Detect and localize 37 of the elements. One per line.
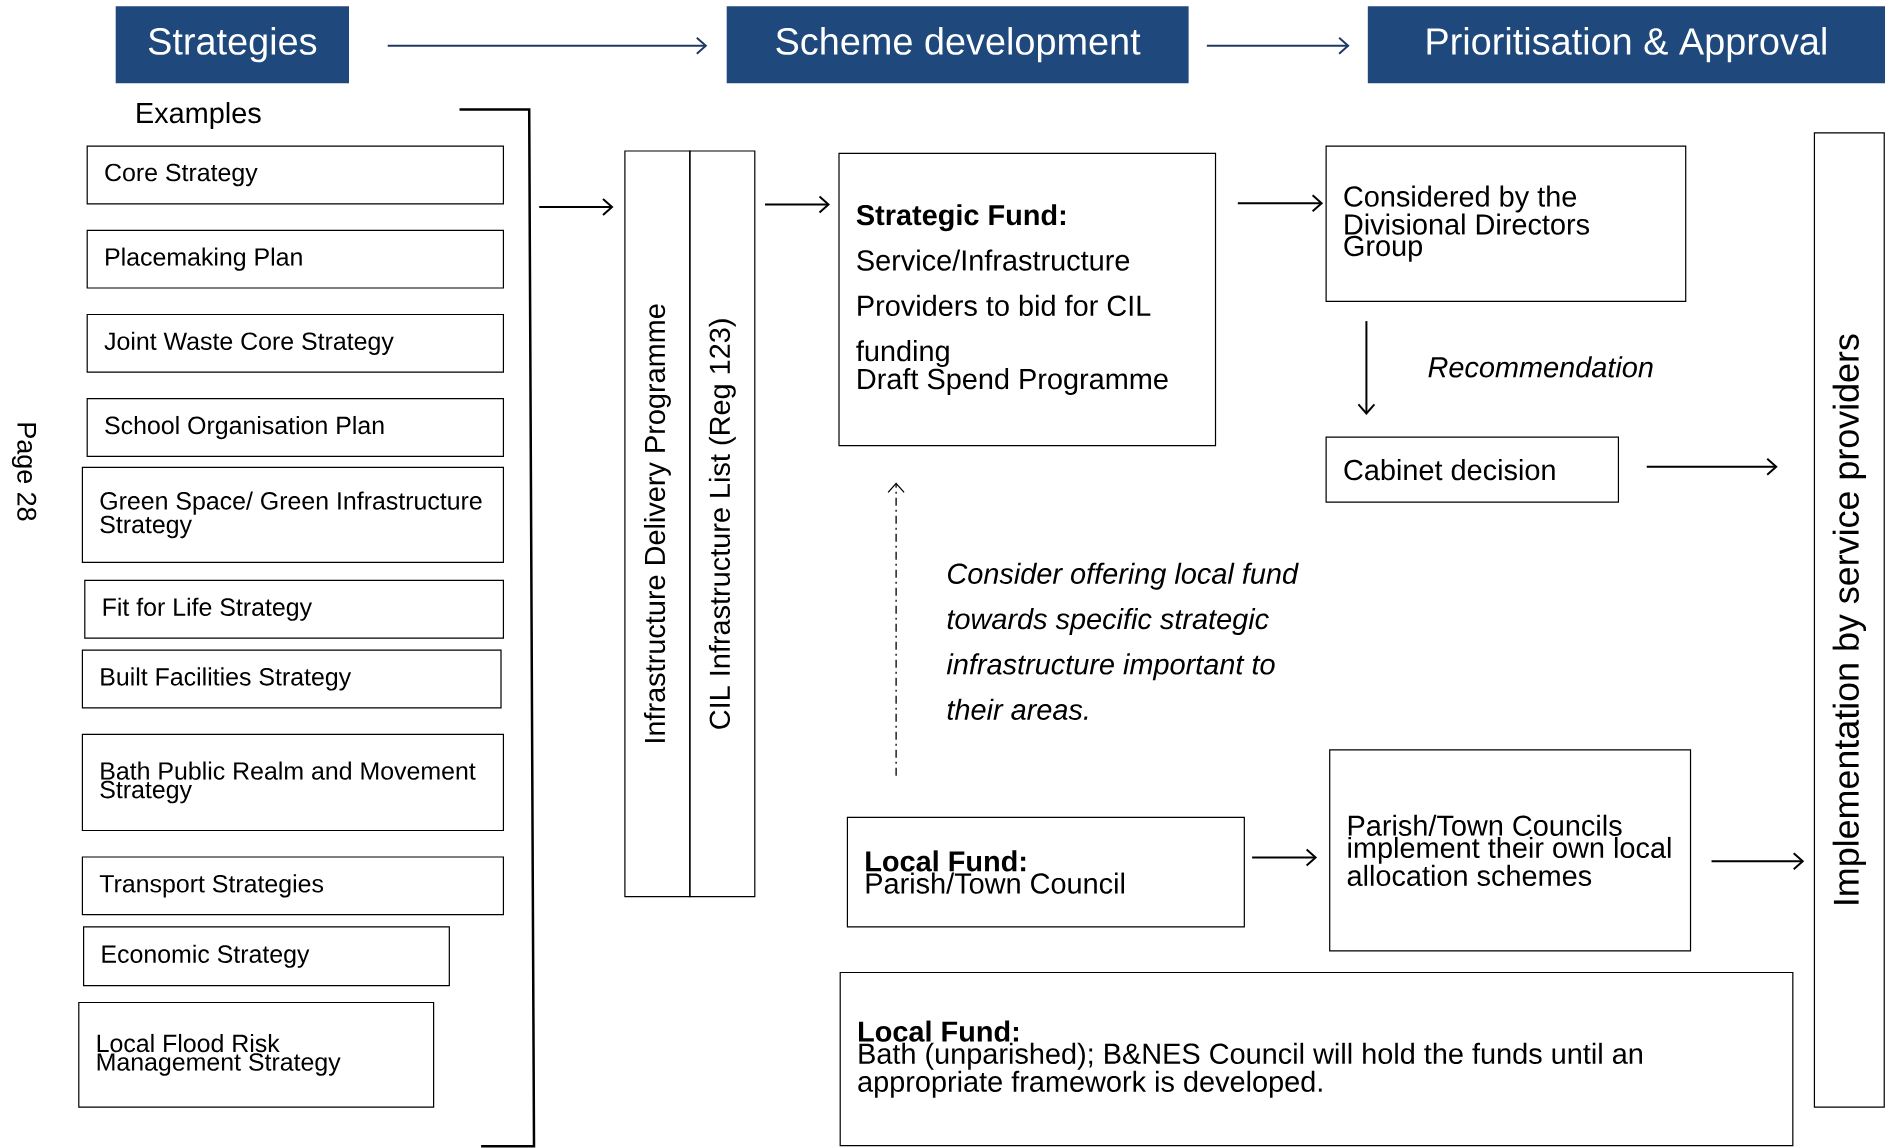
strategy-box: Core Strategy: [86, 145, 504, 205]
process-box: Parish/Town Councils implement their own local allocation schemes: [1329, 749, 1692, 952]
arrow: [1236, 194, 1324, 213]
stage-banner: Scheme development: [726, 6, 1189, 84]
strategy-box: Fit for Life Strategy: [84, 579, 504, 639]
strategy-box: School Organisation Plan: [86, 398, 504, 457]
process-box: Considered by the Divisional Directors Group: [1325, 145, 1687, 302]
arrow: [1645, 457, 1778, 476]
arrow: [1357, 320, 1376, 415]
edge-label: Recommendation: [1425, 354, 1656, 380]
strategy-box: Local Flood Risk Management Strategy: [78, 1001, 435, 1108]
page-number: Page 28: [11, 423, 37, 521]
arrow: [1710, 852, 1805, 871]
strategy-box: Built Facilities Strategy: [81, 649, 502, 709]
arrow: [1205, 36, 1350, 55]
arrow: [764, 195, 830, 214]
strategy-box: Joint Waste Core Strategy: [86, 313, 504, 373]
strategy-box: Bath Public Realm and Movement Strategy: [81, 733, 504, 832]
process-box: Cabinet decision: [1325, 436, 1619, 503]
stage-banner: Prioritisation & Approval: [1367, 6, 1886, 84]
arrow: [887, 482, 905, 777]
list-box: Infrastructure Delivery Programme: [624, 150, 691, 898]
strategy-box: Economic Strategy: [83, 926, 450, 987]
list-box: CIL Infrastructure List (Reg 123): [689, 150, 756, 898]
strategy-box: Transport Strategies: [81, 856, 504, 916]
arrow: [386, 36, 708, 55]
edge-label: Consider offering local fund towards specific strategic infrastructure important to their areas.: [944, 560, 1334, 722]
process-box: Strategic Fund: Service/Infrastructure Providers to bid for CIL funding Draft Spend Programme: [838, 152, 1217, 447]
arrow: [538, 197, 614, 216]
arrow: [1251, 848, 1318, 867]
heading: Examples: [137, 102, 261, 129]
strategy-box: Placemaking Plan: [86, 229, 504, 289]
process-box: Implementation by service providers: [1813, 132, 1885, 1108]
process-box: Local Fund: Parish/Town Council: [846, 816, 1245, 928]
stage-banner: Strategies: [115, 6, 349, 84]
strategy-box: Green Space/ Green Infrastructure Strategy: [81, 466, 504, 563]
process-box: Local Fund: Bath (unparished); B&NES Council will hold the funds until an appropriate framework is developed.: [839, 971, 1794, 1147]
